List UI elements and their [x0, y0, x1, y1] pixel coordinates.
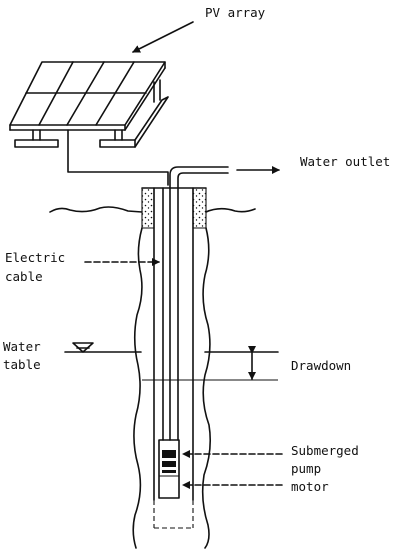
water-outlet-label: Water outlet	[300, 154, 390, 169]
water-table-label-2: table	[3, 357, 41, 372]
pv-array-arrow	[132, 21, 194, 53]
well-casing	[153, 187, 194, 529]
water-table-label-1: Water	[3, 339, 41, 354]
pump-label-1: Submerged	[291, 443, 359, 458]
motor-label: motor	[291, 479, 329, 494]
riser-pipe	[169, 187, 179, 441]
drawdown-label: Drawdown	[291, 358, 351, 373]
discharge-pipe	[169, 166, 229, 189]
pv-array-label: PV array	[205, 5, 266, 20]
pump-label-2: pump	[291, 461, 321, 476]
submerged-pump	[158, 439, 180, 499]
pv-array	[9, 61, 169, 148]
well-grout-left	[141, 187, 155, 229]
well-grout-right	[192, 187, 207, 229]
ground-surface	[49, 206, 256, 213]
electric-cable-label-1: Electric	[5, 250, 65, 265]
borehole-wall-right	[201, 227, 211, 549]
pv-stand	[32, 79, 161, 141]
electric-cable-label-2: cable	[5, 269, 43, 284]
borehole-wall-left	[132, 227, 143, 549]
electric-cable-surface	[67, 129, 169, 186]
